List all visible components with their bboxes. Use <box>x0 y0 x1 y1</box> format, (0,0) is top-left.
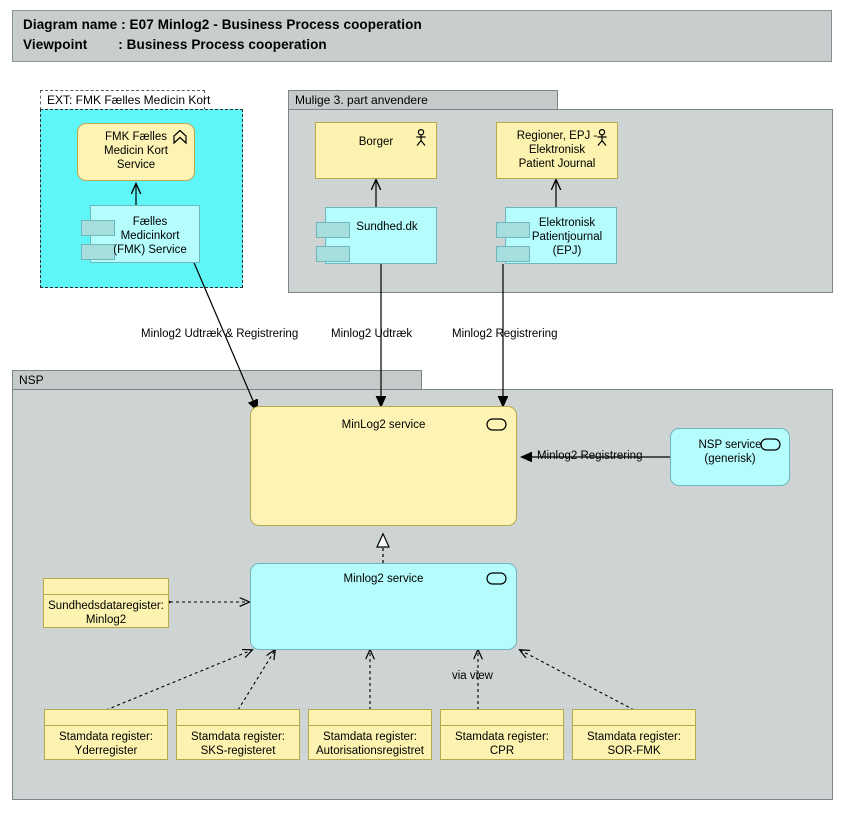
service-oval-icon <box>486 572 507 585</box>
node-sundhedsdataregister-minlog2-label: Sundhedsdataregister: Minlog2 <box>48 600 164 626</box>
business-function-icon <box>172 129 188 145</box>
node-stamdata-cpr-label: Stamdata register: CPR <box>455 731 549 757</box>
component-tab-top <box>81 220 115 236</box>
component-tab-bottom <box>81 244 115 260</box>
connector-label-via-view: via view <box>452 670 493 682</box>
diagram-name-line: Diagram name : E07 Minlog2 - Business Pr… <box>23 17 422 32</box>
diagram-title-box: Diagram name : E07 Minlog2 - Business Pr… <box>12 10 832 62</box>
node-minlog2-application-service[interactable]: Minlog2 service <box>250 563 517 650</box>
node-minlog2-business-service-label: MinLog2 service <box>341 419 426 431</box>
node-nsp-service-generisk[interactable]: NSP service (generisk) <box>670 428 790 486</box>
node-epj-label: Elektronisk Patientjournal (EPJ) <box>531 217 603 257</box>
node-sundhed-dk[interactable]: Sundhed.dk <box>316 207 437 264</box>
connector-label-nsp-minlog: Minlog2 Registrering <box>537 450 643 462</box>
object-header-strip <box>177 710 299 726</box>
object-header-strip <box>44 579 168 595</box>
node-minlog2-business-service[interactable]: MinLog2 service <box>250 406 517 526</box>
connector-label-fmk-minlog: Minlog2 Udtræk & Registrering <box>141 328 299 340</box>
node-stamdata-autorisationsregistret-label: Stamdata register: Autorisationsregistre… <box>315 731 425 757</box>
viewpoint-line: Viewpoint : Business Process cooperation <box>23 37 327 52</box>
component-tab-bottom <box>496 246 530 262</box>
object-header-strip <box>573 710 695 726</box>
actor-icon <box>595 129 609 147</box>
component-tab-top <box>496 222 530 238</box>
component-tab-bottom <box>316 246 350 262</box>
node-fmk-component[interactable]: Fælles Medicinkort (FMK) Service <box>81 205 200 263</box>
node-borger[interactable]: Borger <box>315 122 437 179</box>
node-stamdata-sor-fmk[interactable]: Stamdata register: SOR-FMK <box>572 709 696 760</box>
connector-label-epj-minlog: Minlog2 Registrering <box>452 328 558 340</box>
node-borger-label: Borger <box>358 136 394 148</box>
group-third-party-label: Mulige 3. part anvendere <box>288 90 558 110</box>
node-epj[interactable]: Elektronisk Patientjournal (EPJ) <box>496 207 617 264</box>
service-oval-icon <box>760 438 781 451</box>
node-sundhedsdataregister-minlog2[interactable]: Sundhedsdataregister: Minlog2 <box>43 578 169 628</box>
object-header-strip <box>441 710 563 726</box>
node-stamdata-sks-registeret-label: Stamdata register: SKS-registeret <box>191 731 285 757</box>
node-stamdata-sor-fmk-label: Stamdata register: SOR-FMK <box>587 731 681 757</box>
connector-label-sundhed-minlog: Minlog2 Udtræk <box>331 328 413 340</box>
node-fmk-component-label: Fælles Medicinkort (FMK) Service <box>113 216 187 256</box>
node-stamdata-autorisationsregistret[interactable]: Stamdata register: Autorisationsregistre… <box>308 709 432 760</box>
node-sundhed-dk-label: Sundhed.dk <box>356 221 418 233</box>
node-stamdata-yderregister-label: Stamdata register: Yderregister <box>59 731 153 757</box>
node-nsp-service-generisk-label: NSP service (generisk) <box>698 439 762 465</box>
node-minlog2-application-service-label: Minlog2 service <box>343 573 424 585</box>
actor-icon <box>414 129 428 147</box>
object-header-strip <box>309 710 431 726</box>
group-ext-fmk-label: EXT: FMK Fælles Medicin Kort <box>40 90 210 110</box>
group-nsp-label: NSP <box>12 370 422 390</box>
node-stamdata-yderregister[interactable]: Stamdata register: Yderregister <box>44 709 168 760</box>
node-regioner-epj[interactable]: Regioner, EPJ - Elektronisk Patient Jour… <box>496 122 618 179</box>
node-fmk-service-label: FMK Fælles Medicin Kort Service <box>104 131 168 171</box>
node-fmk-service[interactable]: FMK Fælles Medicin Kort Service <box>77 123 195 181</box>
service-oval-icon <box>486 418 507 431</box>
component-tab-top <box>316 222 350 238</box>
object-header-strip <box>45 710 167 726</box>
node-regioner-epj-label: Regioner, EPJ - Elektronisk Patient Jour… <box>516 130 598 170</box>
node-stamdata-sks-registeret[interactable]: Stamdata register: SKS-registeret <box>176 709 300 760</box>
node-stamdata-cpr[interactable]: Stamdata register: CPR <box>440 709 564 760</box>
